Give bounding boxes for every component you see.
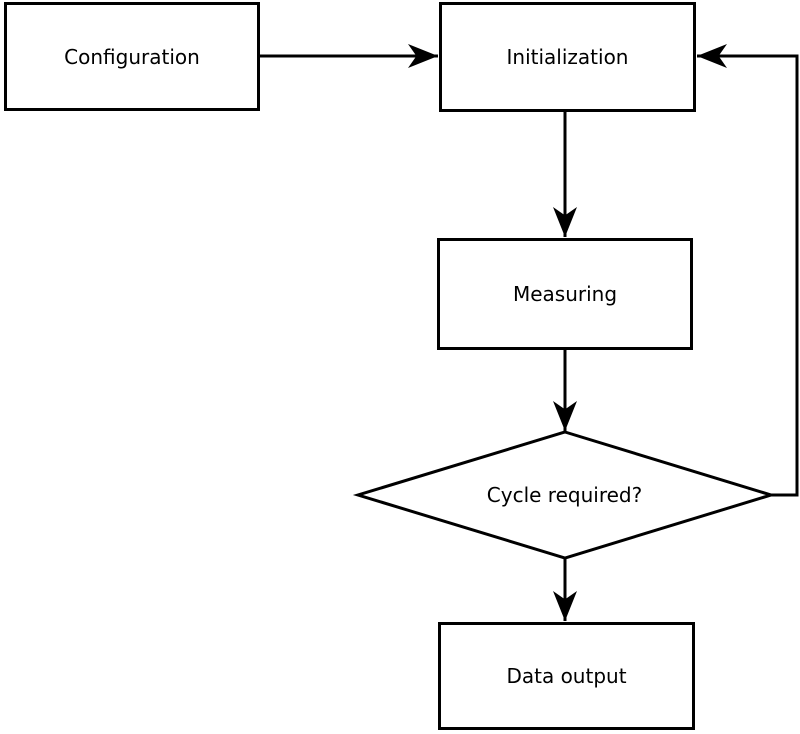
decision-cycle-required-shape	[352, 430, 777, 560]
decision-cycle-required-label: Cycle required?	[486, 483, 643, 507]
arrow-decision-loop-to-initialization	[697, 44, 799, 497]
node-configuration: Configuration	[4, 2, 260, 111]
decision-cycle-required: Cycle required?	[358, 432, 771, 558]
node-initialization-label: Initialization	[506, 45, 629, 69]
node-initialization: Initialization	[439, 2, 696, 112]
node-configuration-label: Configuration	[64, 44, 200, 69]
node-measuring: Measuring	[437, 238, 693, 350]
node-measuring-label: Measuring	[512, 282, 618, 306]
node-data-output-label: Data output	[506, 664, 627, 688]
node-data-output: Data output	[438, 622, 695, 730]
